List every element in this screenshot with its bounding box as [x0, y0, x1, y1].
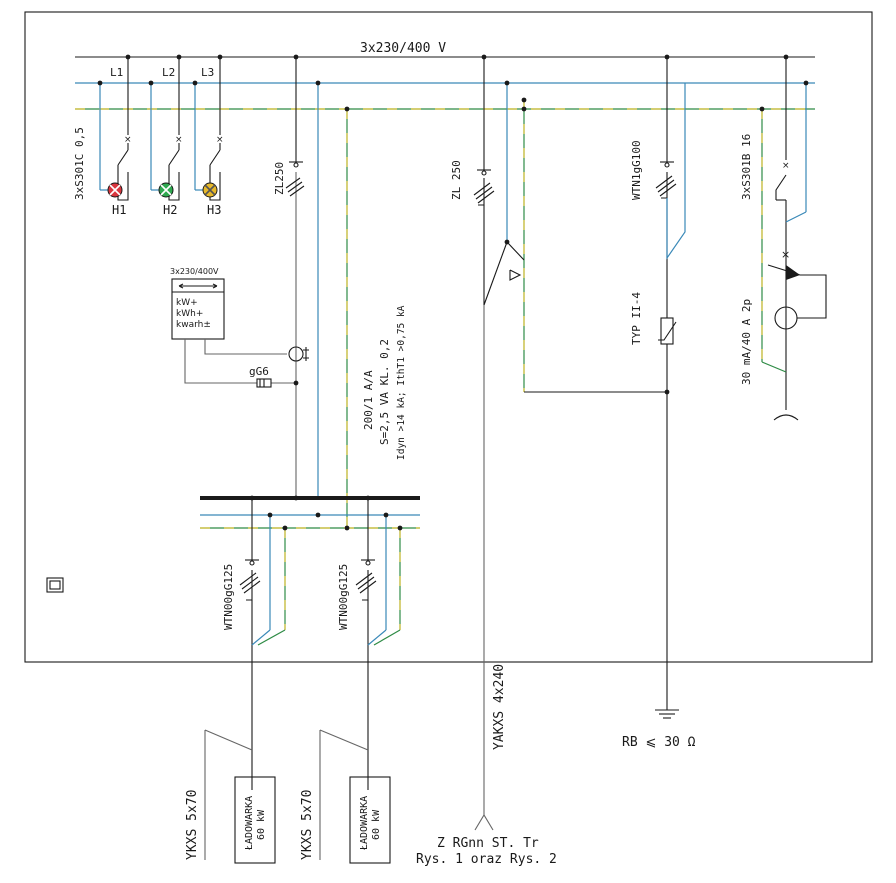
meter-line-kvarh: kwarh±: [176, 320, 211, 330]
output-2-breaker-label: WTN00gG125: [337, 564, 350, 630]
meter-line-kw: kW+: [176, 298, 198, 308]
main-incoming-feeder: [473, 54, 667, 831]
charger-1-name: ŁADOWARKA: [244, 796, 255, 851]
charger-2-power: 60 kW: [371, 809, 382, 840]
svg-text:×: ×: [175, 135, 183, 145]
meter-header: 3x230/400V: [170, 267, 219, 276]
source-line-1: Z RGnn ST. Tr: [437, 836, 539, 851]
cable-main-label: YAKXS 4x240: [492, 664, 507, 750]
current-transformer-icon: [288, 346, 304, 362]
lamp-breaker-label: 3xS301C 0,5: [73, 127, 86, 200]
surge-type-label: TYP II-4: [630, 292, 643, 345]
phase-label-l3: L3: [201, 66, 214, 79]
signal-lamps-circuit: × × ×: [97, 54, 224, 201]
svg-text:×: ×: [216, 135, 224, 145]
ct-dynamic: Idyn >14 kA; IthT1 >0,75 kA: [396, 305, 407, 460]
zl250-main-label: ZL 250: [450, 160, 463, 200]
charger-1-box: [234, 776, 276, 864]
source-line-2: Rys. 1 oraz Rys. 2: [416, 852, 557, 867]
meter-fuse-label: gG6: [249, 365, 269, 378]
rcd-label: 30 mA/40 A 2p: [740, 299, 753, 385]
switchboard-enclosure: [24, 11, 873, 663]
output-feeder-1: [239, 495, 288, 790]
lamp-label-h1: H1: [112, 203, 126, 217]
svg-text:×: ×: [124, 135, 132, 145]
socket-outlet-icon: [773, 414, 799, 421]
meter-line-kwh: kWh+: [176, 309, 203, 319]
lamp-h3-icon: [202, 182, 218, 198]
cable-out-2-label: YKXS 5x70: [300, 790, 315, 860]
lamp-label-h2: H2: [163, 203, 177, 217]
socket-circuit: × ×: [759, 54, 827, 421]
svg-text:×: ×: [782, 161, 790, 171]
cable-out-1: [204, 729, 253, 860]
charger-2-name: ŁADOWARKA: [359, 796, 370, 851]
charger-1-power: 60 kW: [256, 809, 267, 840]
output-feeder-2: [355, 495, 403, 790]
phase-label-l2: L2: [162, 66, 175, 79]
socket-breaker-label: 3xS301B 16: [740, 134, 753, 200]
output-1-breaker-label: WTN00gG125: [222, 564, 235, 630]
surge-protection: [655, 54, 686, 719]
zl250-meter-label: ZL250: [273, 162, 286, 195]
cable-out-2: [319, 729, 369, 860]
supply-voltage: 3x230/400 V: [360, 41, 446, 56]
cable-out-1-label: YKXS 5x70: [185, 790, 200, 860]
meter-feeder: [285, 54, 321, 498]
rcd-coil-icon: [774, 306, 798, 330]
lamp-h2-icon: [158, 182, 174, 198]
enclosure-symbol-icon: [46, 577, 64, 593]
energy-meter: [171, 278, 225, 340]
charger-2-box: [349, 776, 391, 864]
lamp-label-h3: H3: [207, 203, 221, 217]
ct-ratio: 200/1 A/A: [362, 370, 375, 430]
surge-fuse-label: WTN1gG100: [630, 140, 643, 200]
phase-label-l1: L1: [110, 66, 123, 79]
earthing-resistance: RB ⩽ 30 Ω: [622, 735, 696, 750]
ct-class: S=2,5 VA KL. 0,2: [378, 339, 391, 445]
lamp-h1-icon: [107, 182, 123, 198]
svg-text:×: ×: [781, 248, 790, 261]
